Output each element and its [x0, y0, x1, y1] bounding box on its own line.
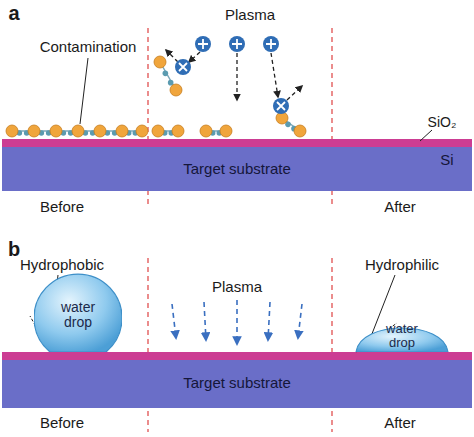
panel-letter: b [8, 238, 20, 261]
contaminant-atom [200, 125, 212, 137]
contaminant-atom [136, 125, 148, 137]
ion-path [271, 53, 278, 97]
oxide-layer [2, 352, 472, 360]
small-atom [163, 71, 169, 77]
drop-shape [34, 274, 122, 352]
ion-charge-symbol [179, 63, 187, 71]
plasma-arrow [268, 302, 270, 340]
ion-charge-symbol [198, 39, 208, 49]
contaminant-atom [72, 125, 84, 137]
ion-body [175, 59, 191, 75]
layer-label: SiO₂ [428, 114, 457, 130]
ion [263, 36, 279, 52]
property-label: Hydrophobic [20, 256, 104, 273]
contaminant-atom [28, 125, 40, 137]
ion-body [263, 36, 279, 52]
contaminant-atom [6, 125, 18, 137]
property-label: Hydrophilic [365, 256, 439, 273]
contaminant-atom [220, 125, 232, 137]
ion-trajectories [166, 50, 302, 100]
plasma-arrow [172, 304, 176, 338]
stage-label: After [384, 198, 416, 215]
contaminant-atom [116, 125, 128, 137]
process-label: Plasma [225, 6, 275, 23]
drop-label: water drop [377, 322, 427, 349]
ion-body [273, 98, 289, 114]
contaminant-atom [172, 125, 184, 137]
contaminant-atom [154, 56, 166, 68]
contaminant-atom [94, 125, 106, 137]
ion-path [287, 86, 302, 100]
ion [273, 98, 289, 114]
substrate-label: Target substrate [2, 161, 472, 177]
process-label: Plasma [212, 278, 262, 295]
substrate-label: Target substrate [2, 375, 472, 391]
ion [229, 36, 245, 52]
drop-label: water drop [53, 300, 103, 329]
stage-label: Before [40, 198, 84, 215]
plasma-arrow [298, 304, 302, 338]
plasma-ions [175, 36, 289, 114]
substrate-band: Target substrateSi [2, 147, 472, 191]
ion-path [236, 53, 237, 100]
contaminant-atom [294, 125, 306, 137]
stage-label: After [384, 414, 416, 431]
contaminant-atom [50, 125, 62, 137]
ion-path [189, 52, 200, 62]
contact-angle-marks [30, 275, 397, 352]
water-drop: water drop [354, 318, 450, 352]
contaminant-atom [170, 84, 182, 96]
ion-body [229, 36, 245, 52]
plasma-arrow [204, 302, 206, 340]
ion [195, 36, 211, 52]
material-label: Si [432, 152, 462, 168]
leader-line [420, 130, 432, 141]
contamination-chains [6, 56, 306, 137]
panel-letter: a [8, 2, 19, 25]
substrate-band: Target substrate [2, 360, 472, 408]
ion-charge-symbol [277, 102, 285, 110]
callout-label: Contamination [40, 38, 137, 55]
stage-label: Before [40, 414, 84, 431]
contaminant-atom [152, 125, 164, 137]
plasma-arrow [236, 300, 238, 344]
leader-line [80, 58, 88, 124]
ion-charge-symbol [232, 39, 242, 49]
ion-path [166, 50, 178, 62]
ion-body [195, 36, 211, 52]
plasma-flow [172, 300, 302, 344]
ion-charge-symbol [266, 39, 276, 49]
ion [175, 59, 191, 75]
oxide-layer [2, 139, 472, 147]
water-drop: water drop [34, 268, 122, 352]
